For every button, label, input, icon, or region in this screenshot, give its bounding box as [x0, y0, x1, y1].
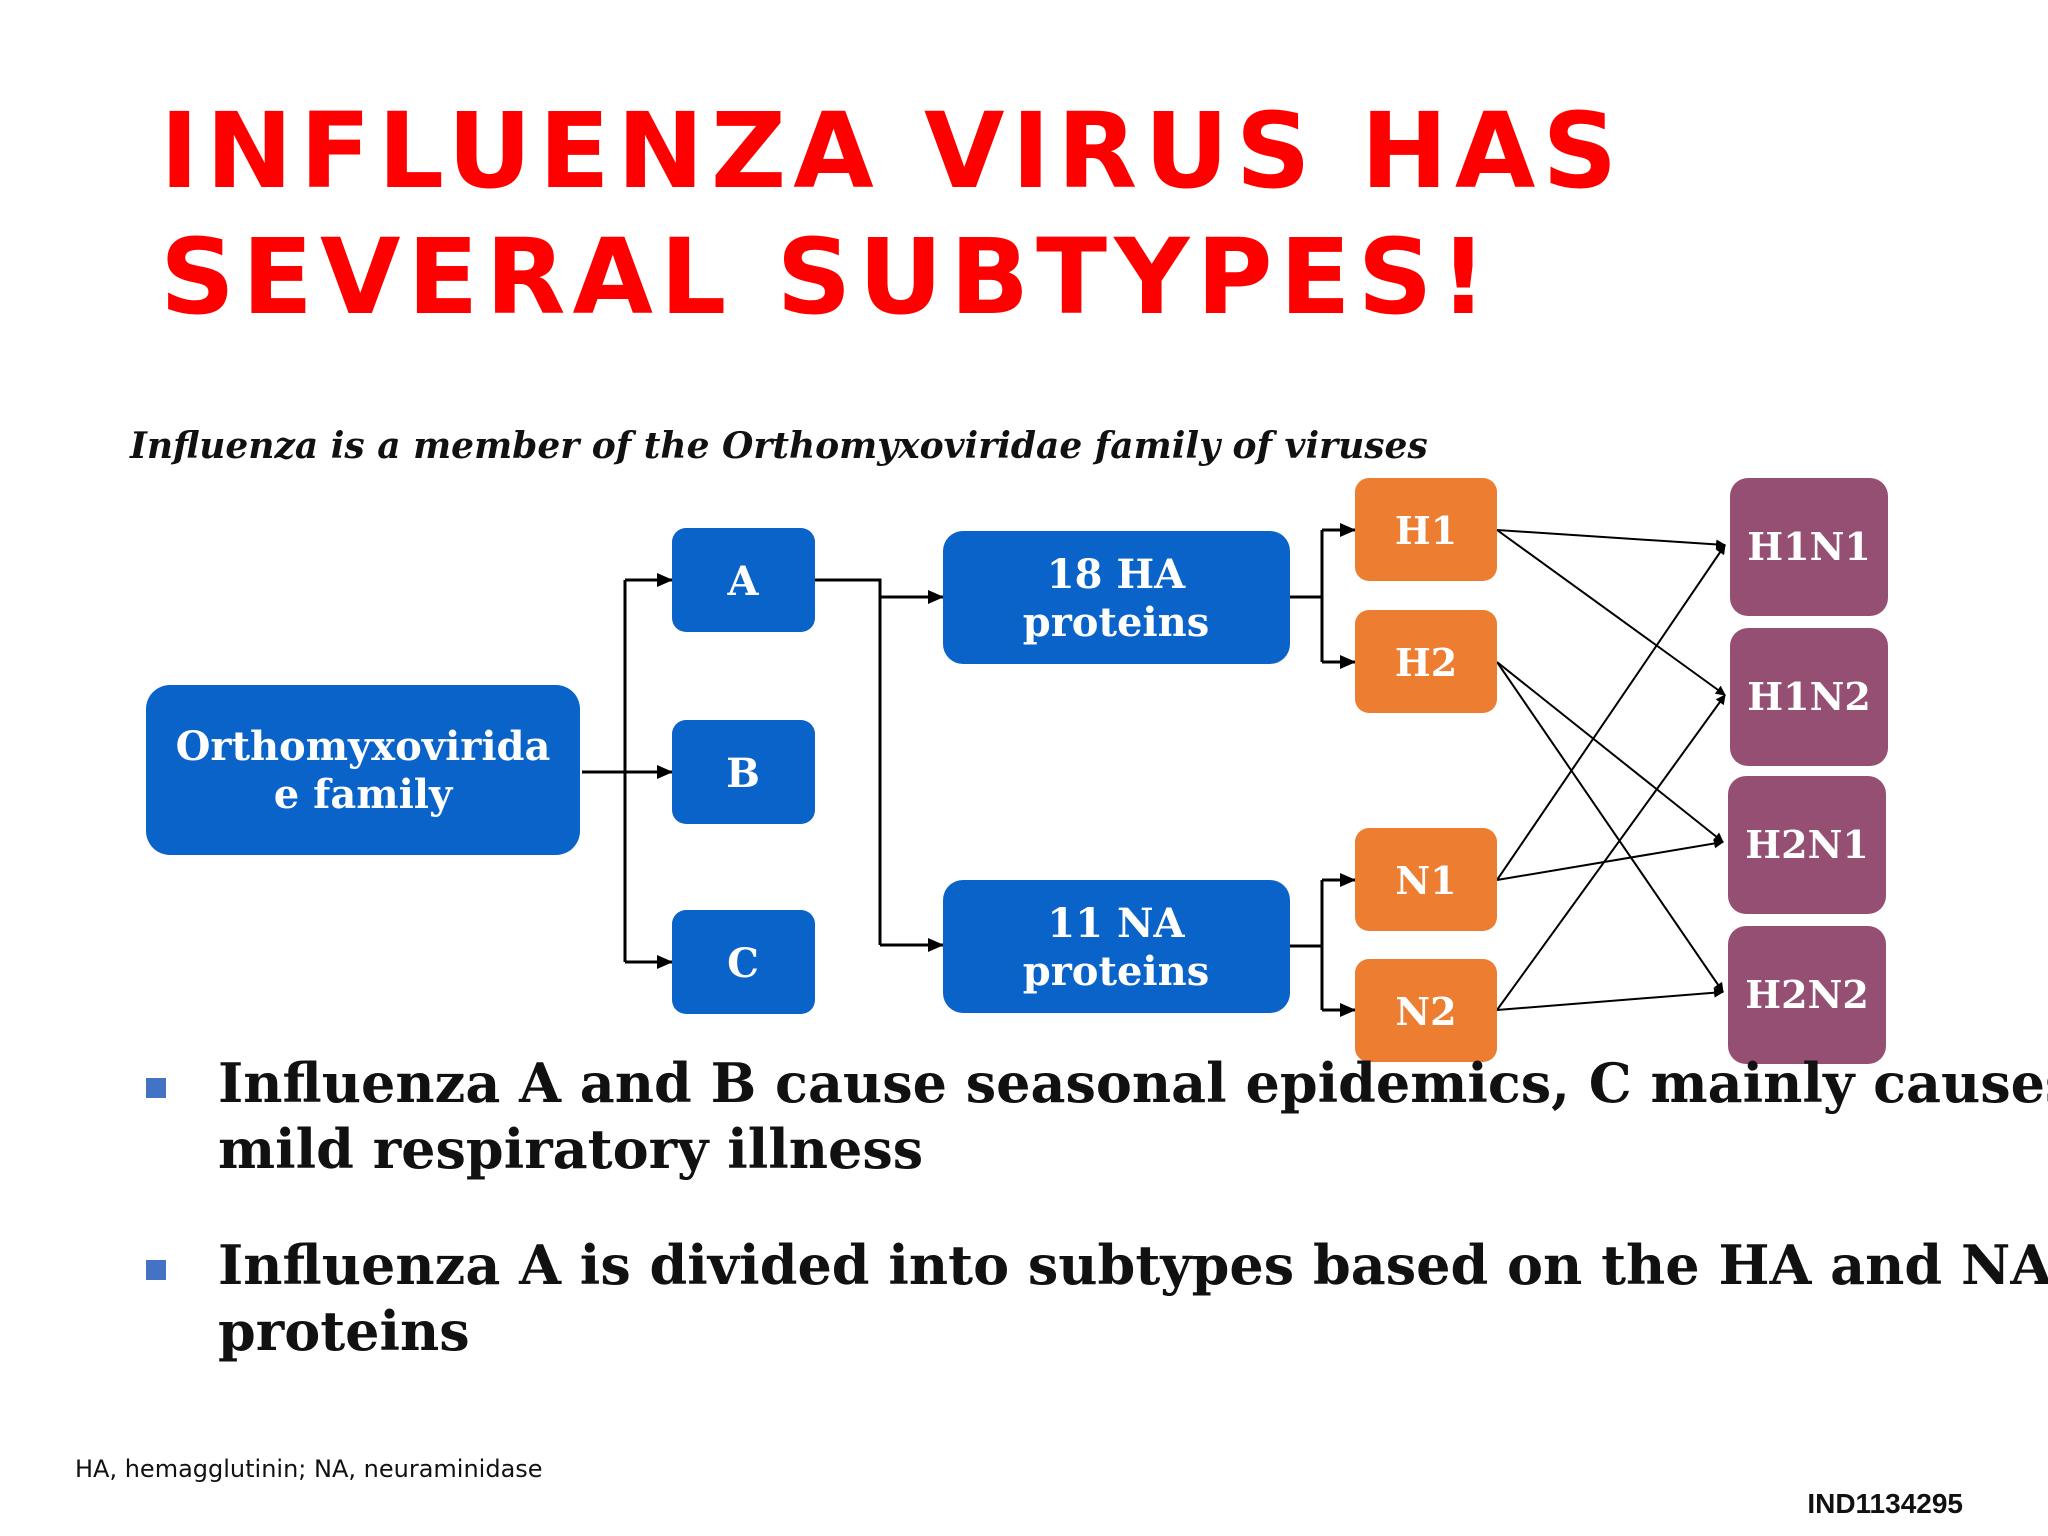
bullet-item: Influenza A is divided into subtypes bas… [140, 1232, 2048, 1364]
na-proteins-line-1: 11 NA [1047, 900, 1185, 947]
arrow-n1-to-h1n1 [1496, 544, 1726, 881]
n1-box: N1 [1355, 828, 1497, 931]
ha-proteins-box: 18 HA proteins [943, 531, 1290, 664]
family-box-line-2: e family [274, 771, 454, 818]
type-b-label: B [726, 750, 760, 797]
family-box: Orthomyxovirida e family [146, 685, 580, 855]
h1n2-label: H1N2 [1747, 674, 1871, 719]
type-b-box: B [672, 720, 815, 824]
h2n1-box: H2N1 [1728, 776, 1886, 914]
combination-arrows [1496, 529, 1726, 1011]
family-box-line-1: Orthomyxovirida [176, 723, 551, 770]
n1-label: N1 [1395, 858, 1456, 903]
bullet-list: Influenza A and B cause seasonal epidemi… [140, 1050, 2048, 1414]
connector-na-trunk [1290, 880, 1324, 1010]
h1n2-box: H1N2 [1730, 628, 1888, 766]
bullet-square-icon [146, 1078, 166, 1098]
slide-title-line-2: SEVERAL SUBTYPES! [160, 216, 1494, 338]
h2n1-label: H2N1 [1745, 822, 1869, 867]
h1-box: H1 [1355, 478, 1497, 581]
arrow-n1-to-h2n1 [1496, 838, 1724, 881]
n2-label: N2 [1395, 989, 1456, 1034]
arrow-h1-to-h1n1 [1496, 529, 1726, 550]
type-a-box: A [672, 528, 815, 632]
slide-title-line-1: INFLUENZA VIRUS HAS [160, 90, 1625, 212]
connector-lines [582, 523, 1356, 1017]
h1n1-label: H1N1 [1747, 524, 1871, 569]
arrow-h2-to-h2n1 [1496, 661, 1724, 843]
document-code: IND1134295 [1807, 1488, 1963, 1519]
arrow-h1-to-h1n2 [1496, 529, 1726, 696]
bullet-1-line-1: Influenza A and B cause seasonal epidemi… [218, 1051, 2048, 1115]
type-c-box: C [672, 910, 815, 1014]
ha-proteins-line-1: 18 HA [1047, 551, 1186, 598]
arrow-n2-to-h1n2 [1496, 694, 1726, 1011]
h2-box: H2 [1355, 610, 1497, 713]
h2n2-label: H2N2 [1745, 972, 1869, 1017]
bullet-square-icon [146, 1260, 166, 1280]
arrow-h2-to-h2n2 [1496, 661, 1724, 993]
connector-ha-trunk [1290, 530, 1324, 662]
na-proteins-line-2: proteins [1023, 948, 1209, 995]
slide-title: INFLUENZA VIRUS HAS SEVERAL SUBTYPES! [160, 88, 1624, 340]
type-a-label: A [726, 558, 759, 605]
slide-subtitle: Influenza is a member of the Orthomyxovi… [130, 425, 1428, 467]
bullet-2-line-2: proteins [218, 1299, 470, 1363]
bullet-2-line-1: Influenza A is divided into subtypes bas… [218, 1233, 2048, 1297]
bullet-item: Influenza A and B cause seasonal epidemi… [140, 1050, 2048, 1182]
arrow-n2-to-h2n2 [1496, 987, 1724, 1011]
connector-a-trunk [815, 578, 882, 945]
ha-proteins-line-2: proteins [1023, 599, 1209, 646]
type-c-label: C [727, 940, 759, 987]
n2-box: N2 [1355, 959, 1497, 1062]
na-proteins-box: 11 NA proteins [943, 880, 1290, 1013]
h2n2-box: H2N2 [1728, 926, 1886, 1064]
h2-label: H2 [1395, 640, 1457, 685]
footnote: HA, hemagglutinin; NA, neuraminidase [75, 1455, 543, 1483]
bullet-1-line-2: mild respiratory illness [218, 1117, 924, 1181]
family-box-bg [146, 685, 580, 855]
h1n1-box: H1N1 [1730, 478, 1888, 616]
h1-label: H1 [1395, 508, 1457, 553]
